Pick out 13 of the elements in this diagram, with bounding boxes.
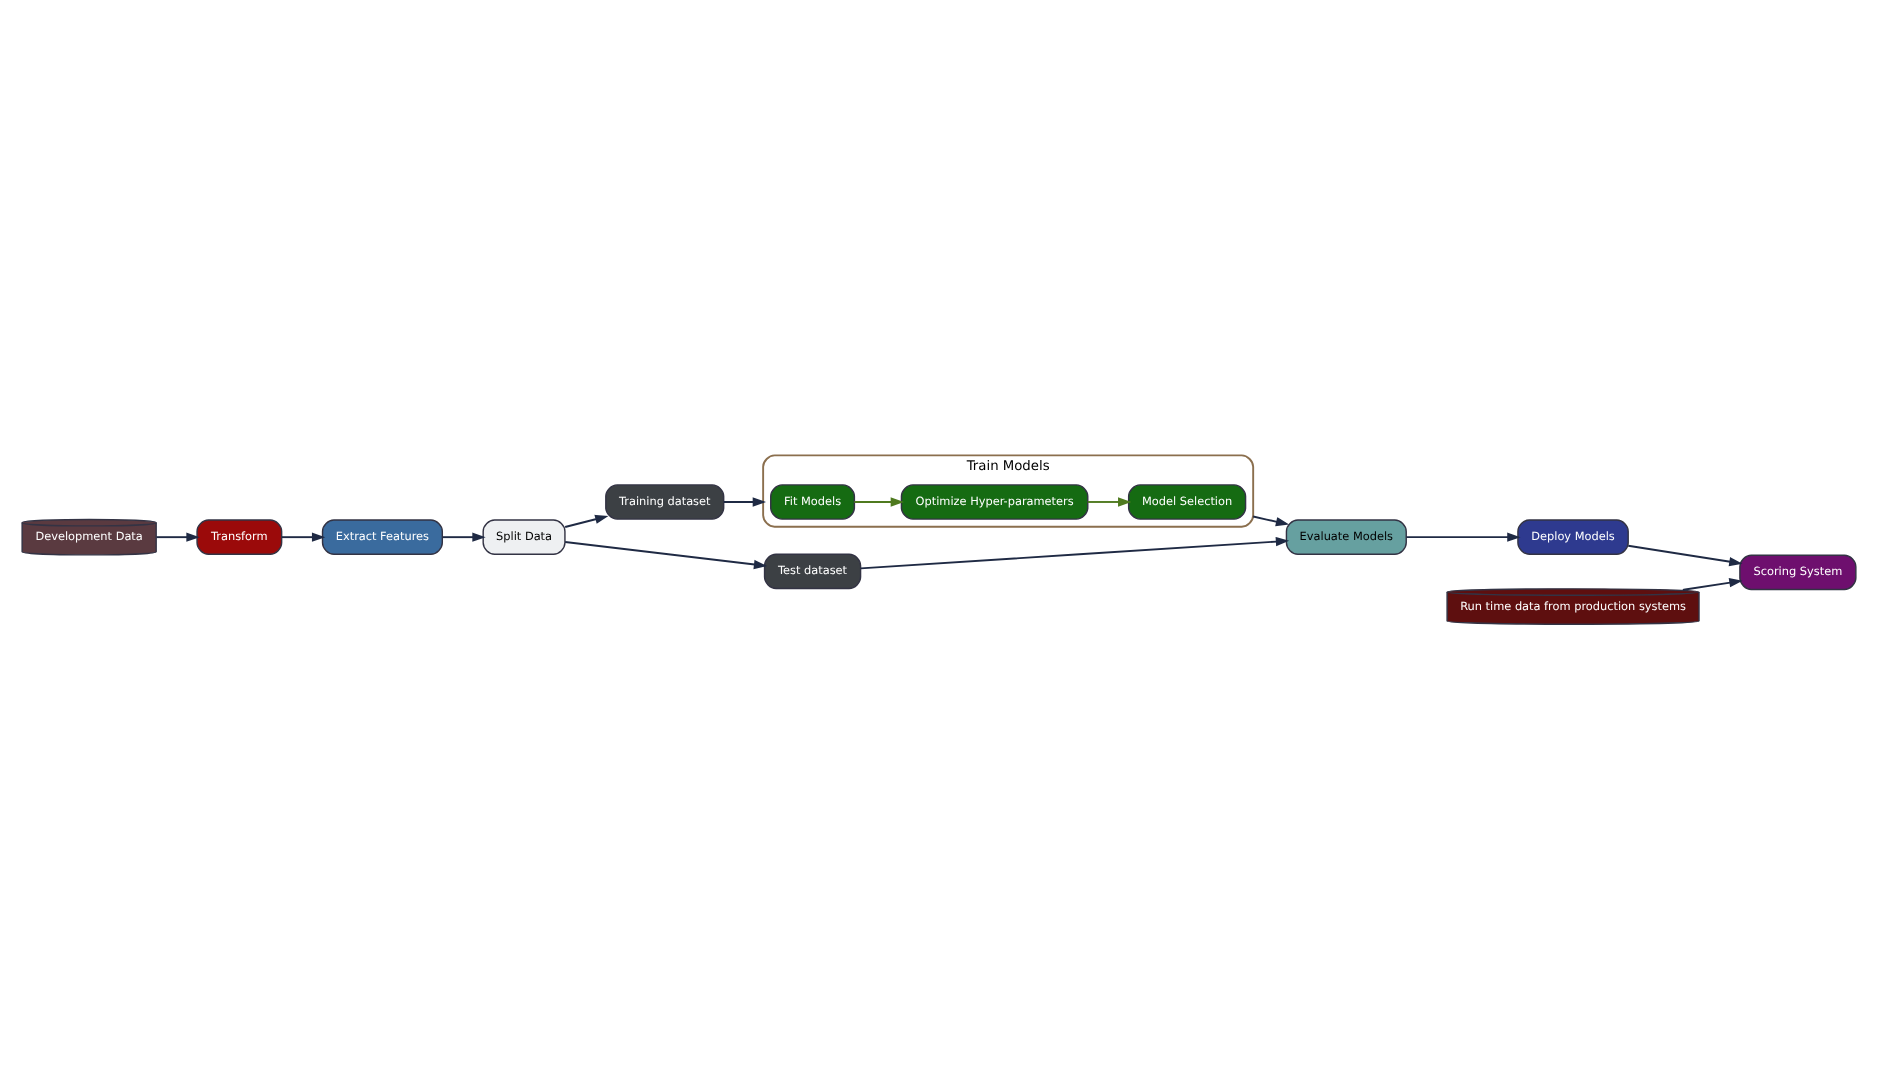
arrow: [859, 536, 1290, 570]
arrow: [441, 532, 486, 542]
arrow: [853, 497, 904, 507]
arrow: [1405, 532, 1521, 542]
arrow: [564, 514, 609, 528]
arrow: [564, 541, 768, 570]
arrow: [1086, 497, 1132, 507]
arrow: [155, 532, 200, 542]
arrow: [1627, 544, 1743, 567]
arrow: [280, 532, 326, 542]
arrow: [722, 497, 766, 507]
arrow: [1252, 515, 1290, 527]
arrow: [1681, 578, 1743, 591]
